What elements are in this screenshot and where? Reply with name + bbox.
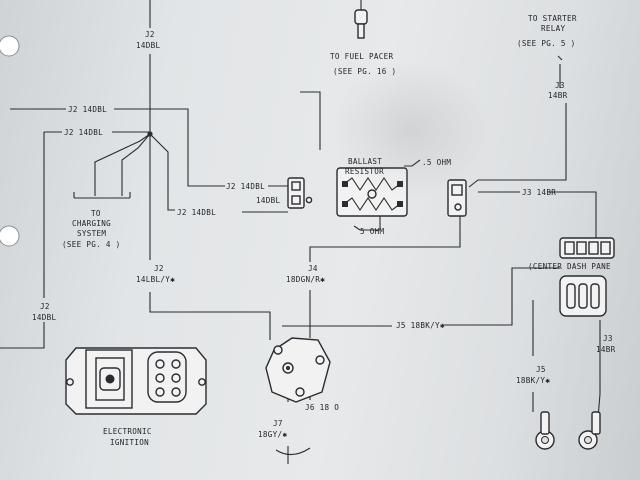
connector-j3-ballast	[447, 179, 467, 217]
label-j2-left-gauge: 14DBL	[32, 313, 56, 322]
label-fuel-pacer-ref: (SEE PG. 16 )	[333, 67, 396, 76]
label-charging-2: CHARGING	[72, 219, 111, 228]
labels: J2 14DBL TO FUEL PACER (SEE PG. 16 ) TO …	[32, 14, 616, 447]
label-j6: J6 18 O	[305, 403, 339, 412]
label-j3-right: J3	[603, 334, 613, 343]
junction-dot	[147, 131, 153, 137]
distributor-pickup	[265, 337, 331, 456]
label-ballast-1: BALLAST	[348, 157, 382, 166]
wire-j3-to-dash	[478, 191, 597, 238]
label-j4: J4	[308, 264, 318, 273]
wire-j3-right	[597, 320, 601, 419]
label-charging-3: SYSTEM	[77, 229, 106, 238]
label-j2-left: J2	[40, 302, 50, 311]
label-charging-1: TO	[91, 209, 101, 218]
wire-j4-up	[309, 216, 461, 262]
label-j2-wire-b: J2 14DBL	[64, 128, 103, 137]
label-ignition-1: ELECTRONIC	[103, 427, 152, 436]
label-j2-conn1: J2 14DBL	[226, 182, 265, 191]
label-j3-top: J3	[555, 81, 565, 90]
label-fuel-pacer: TO FUEL PACER	[330, 52, 393, 61]
wire-ballast-top	[300, 91, 321, 150]
label-starter-relay: TO STARTER	[528, 14, 577, 23]
label-ohm-top: .5 OHM	[422, 158, 451, 167]
label-j3-top-gauge: 14BR	[548, 91, 568, 100]
ballast-resistor	[336, 167, 408, 217]
wire-j2-left-exit	[0, 322, 45, 349]
label-j2-mid-gauge: 14LBL/Y✱	[136, 275, 175, 284]
label-j2-conn1b: 14DBL	[256, 196, 280, 205]
wire-j2-14lbl-lower	[149, 292, 271, 340]
wire-ohm-top	[404, 159, 421, 167]
label-j2-mid: J2	[154, 264, 164, 273]
label-charging-ref: (SEE PG. 4 )	[62, 240, 120, 249]
wire-charging-b	[121, 133, 151, 196]
label-j7: J7	[273, 419, 283, 428]
label-j2-top: J2	[145, 30, 155, 39]
wire-to-conn2	[149, 133, 175, 211]
electronic-ignition-module	[65, 347, 207, 415]
label-j5-right: J5	[536, 365, 546, 374]
label-starter-ref: (SEE PG. 5 )	[517, 39, 575, 48]
wire-j3-top	[468, 103, 567, 188]
label-j2-wire-a: J2 14DBL	[68, 105, 107, 114]
fuel-pacer-connector	[354, 0, 368, 39]
label-j7-gauge: 18GY/✱	[258, 430, 287, 439]
label-j5-right-gauge: 18BK/Y✱	[516, 376, 550, 385]
label-j3-wire: J3 14BR	[522, 188, 556, 197]
label-center-dash: (CENTER DASH PANE	[528, 262, 611, 271]
wire-charging-a	[94, 133, 151, 196]
wire-ballast-bottom	[353, 215, 381, 231]
label-ballast-2: RESISTOR	[345, 167, 384, 176]
binder-hole-top	[0, 35, 20, 57]
connector-j2-upper	[287, 177, 313, 209]
wire-j2-upper	[10, 108, 225, 187]
dash-plug-lower	[559, 275, 607, 317]
wire-j5-horizontal	[282, 267, 560, 327]
wires	[0, 0, 601, 464]
label-j2-conn2: J2 14DBL	[177, 208, 216, 217]
label-ohm-bottom: 5 OHM	[360, 227, 384, 236]
label-j5-wire: J5 18BK/Y✱	[396, 321, 445, 330]
wire-starter-tick	[557, 55, 563, 61]
binder-hole-middle	[0, 225, 20, 247]
label-starter-relay-2: RELAY	[541, 24, 565, 33]
label-ignition-2: IGNITION	[110, 438, 149, 447]
label-j2-top-gauge: 14DBL	[136, 41, 160, 50]
ring-terminals	[535, 411, 601, 450]
label-j4-gauge: 18DGN/R✱	[286, 275, 325, 284]
charging-bracket-ends	[73, 192, 131, 198]
center-dash-connector	[559, 237, 615, 259]
label-j3-right-gauge: 14BR	[596, 345, 616, 354]
